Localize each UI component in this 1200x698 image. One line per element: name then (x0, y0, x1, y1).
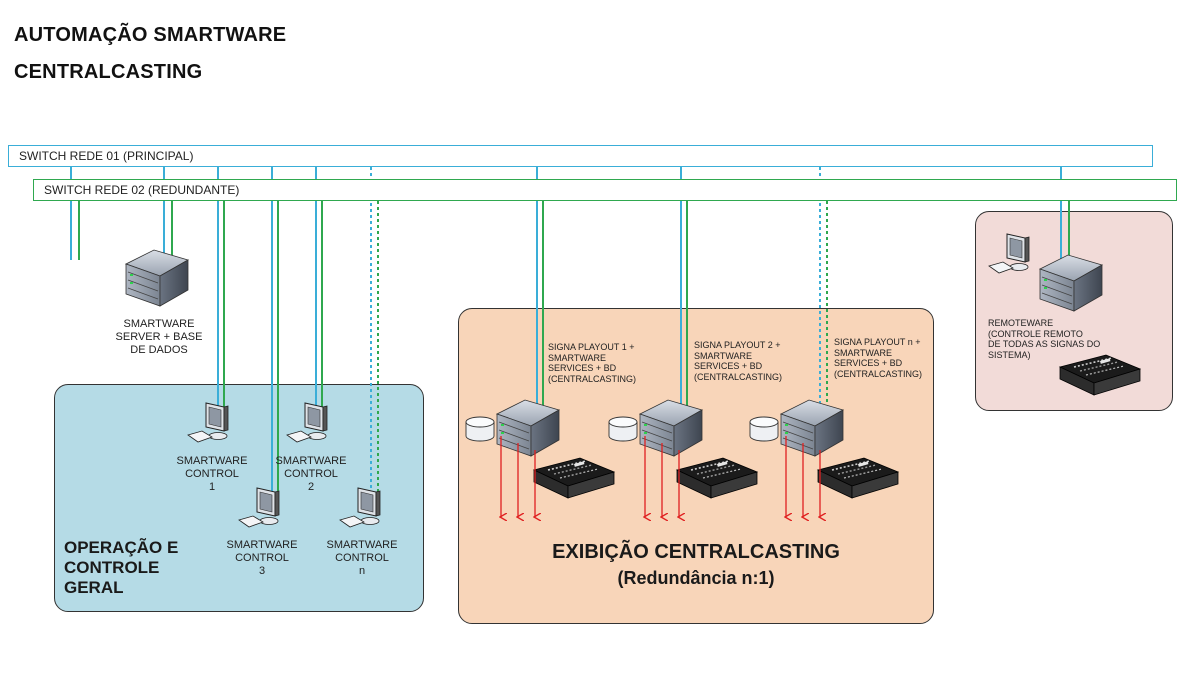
playout-n-label: SIGNA PLAYOUT n + SMARTWARE SERVICES + B… (834, 337, 944, 379)
disk-icon-playoutn (749, 416, 779, 442)
control-3-label: SMARTWARE CONTROL 3 (214, 539, 310, 578)
zone-operacao-title-line: GERAL (64, 578, 124, 597)
playout-label-line: SMARTWARE (548, 352, 607, 363)
remote-label-line: (CONTROLE REMOTO (988, 328, 1083, 339)
switch-rede-02-label: SWITCH REDE 02 (REDUNDANTE) (44, 183, 240, 197)
workstation-icon-control1 (187, 402, 229, 443)
server-label-line: SMARTWARE (123, 318, 195, 330)
zone-exibicao-subtitle: (Redundância n:1) (617, 568, 775, 588)
control-label-line: CONTROL (284, 468, 338, 480)
server-label-line: DE DADOS (130, 344, 188, 356)
control-label-line: CONTROL (335, 552, 389, 564)
playout1-server-icon (496, 399, 560, 457)
control-label-line: CONTROL (235, 552, 289, 564)
switch-rede-01-label: SWITCH REDE 01 (PRINCIPAL) (19, 149, 194, 163)
playout-label-line: (CENTRALCASTING) (694, 371, 783, 382)
page-title-line1: AUTOMAÇÃO SMARTWARE (14, 24, 287, 46)
switch-rede-02: SWITCH REDE 02 (REDUNDANTE) (33, 179, 1177, 201)
remoteware-control-panel-icon (1059, 354, 1141, 396)
control-n-label: SMARTWARE CONTROL n (314, 539, 410, 578)
remote-label-line: REMOTEWARE (988, 318, 1054, 328)
remote-label-line: SISTEMA) (988, 349, 1031, 360)
page-title-line2: CENTRALCASTING (14, 61, 203, 83)
playout-label-line: SERVICES + BD (548, 363, 617, 373)
net1-drops (70, 167, 1062, 496)
server-label: SMARTWARE SERVER + BASE DE DADOS (104, 318, 214, 357)
playout-label-line: SIGNA PLAYOUT 1 + (548, 342, 635, 352)
zone-exibicao-title: EXIBIÇÃO CENTRALCASTING (Redundância n:1… (458, 539, 934, 591)
control-label-line: CONTROL (185, 468, 239, 480)
control-label-line: SMARTWARE (326, 539, 398, 551)
control-1-label: SMARTWARE CONTROL 1 (164, 455, 260, 494)
control-panel-icon-playout2 (676, 457, 758, 499)
playout-2-label: SIGNA PLAYOUT 2 + SMARTWARE SERVICES + B… (694, 340, 804, 382)
playout-label-line: SERVICES + BD (694, 361, 763, 371)
switch-rede-01: SWITCH REDE 01 (PRINCIPAL) (8, 145, 1153, 167)
remoteware-server-icon (1039, 254, 1103, 312)
disk-icon-playout1 (465, 416, 495, 442)
control-panel-icon-playout1 (533, 457, 615, 499)
zone-operacao-title-line: OPERAÇÃO E (64, 538, 179, 557)
control-label-line: SMARTWARE (176, 455, 248, 467)
playout-label-line: (CENTRALCASTING) (548, 373, 637, 384)
remote-label-line: DE TODAS AS SIGNAS DO (988, 339, 1101, 349)
playout-label-line: SIGNA PLAYOUT n + (834, 337, 921, 347)
remoteware-label: REMOTEWARE (CONTROLE REMOTO DE TODAS AS … (988, 318, 1118, 360)
zone-exibicao-title-text: EXIBIÇÃO CENTRALCASTING (552, 541, 840, 563)
control-label-line: 2 (307, 481, 315, 493)
server-label-line: SERVER + BASE (115, 331, 203, 343)
remoteware-workstation-icon (988, 233, 1030, 274)
playout-1-label: SIGNA PLAYOUT 1 + SMARTWARE SERVICES + B… (548, 342, 658, 384)
control-panel-icon-playoutn (817, 457, 899, 499)
zone-operacao-title: OPERAÇÃO E CONTROLE GERAL (64, 538, 178, 598)
playout-label-line: SMARTWARE (834, 347, 893, 358)
smartware-server-icon (125, 249, 189, 307)
control-2-label: SMARTWARE CONTROL 2 (263, 455, 359, 494)
playoutn-server-icon (780, 399, 844, 457)
control-label-line: n (358, 565, 366, 577)
control-label-line: 3 (258, 565, 266, 577)
control-label-line: SMARTWARE (226, 539, 298, 551)
playout-label-line: SERVICES + BD (834, 358, 903, 368)
playout-label-line: SIGNA PLAYOUT 2 + (694, 340, 781, 350)
playout2-server-icon (639, 399, 703, 457)
control-label-line: 1 (208, 481, 216, 493)
zone-operacao-title-line: CONTROLE (64, 558, 160, 577)
playout-label-line: SMARTWARE (694, 350, 753, 361)
control-label-line: SMARTWARE (275, 455, 347, 467)
playout-label-line: (CENTRALCASTING) (834, 368, 923, 379)
workstation-icon-control2 (286, 402, 328, 443)
disk-icon-playout2 (608, 416, 638, 442)
